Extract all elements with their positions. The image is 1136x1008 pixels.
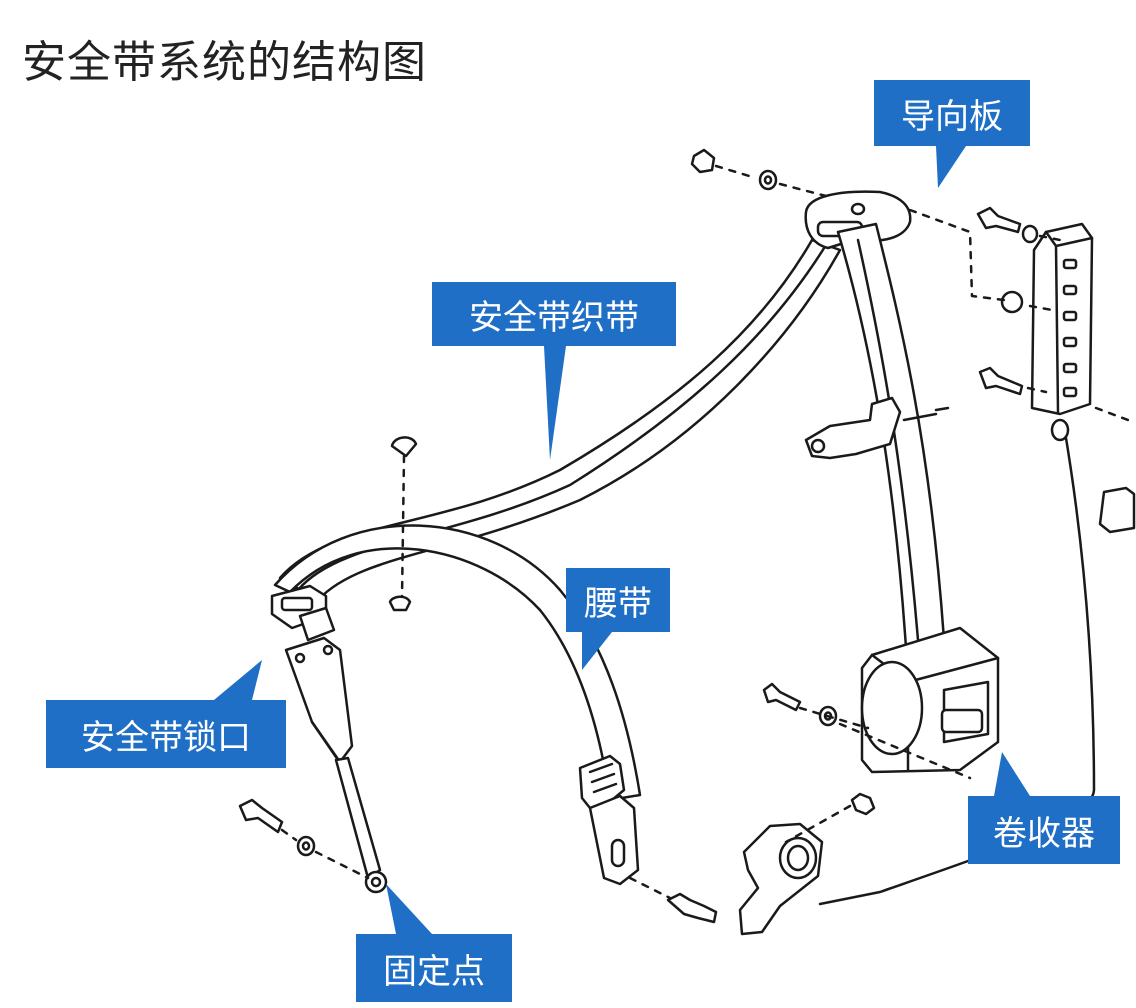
lap-belt-anchor-plate <box>578 754 640 886</box>
label-buckle: 安全带锁口 <box>46 700 286 768</box>
floor-anchor-bolt <box>238 798 284 834</box>
lap-belt <box>273 524 642 802</box>
callout-buckle: 安全带锁口 <box>46 660 286 770</box>
callout-anchor-point: 固定点 <box>356 884 512 1002</box>
callout-pointer <box>994 752 1030 796</box>
buckle-assembly <box>270 584 388 894</box>
height-adjuster-rail <box>1030 222 1094 416</box>
callout-pointer <box>544 346 566 460</box>
lap-anchor-bolt <box>666 892 718 924</box>
label-retractor: 卷收器 <box>968 796 1120 864</box>
callout-webbing: 安全带织带 <box>432 282 676 462</box>
rail-bolt-top <box>976 206 1022 234</box>
top-nut <box>690 148 716 174</box>
lower-bolt <box>850 792 876 816</box>
label-lap-belt: 腰带 <box>566 568 670 632</box>
retractor-bolt <box>762 682 802 712</box>
lower-anchor-bracket <box>738 822 824 936</box>
buckle-pin-head <box>390 436 418 458</box>
callout-pointer <box>386 884 432 934</box>
callout-pointer <box>214 660 262 700</box>
callout-pointer <box>582 632 612 670</box>
callout-retractor: 卷收器 <box>968 752 1120 864</box>
buckle-clip <box>388 595 412 612</box>
retractor-housing <box>860 626 1000 774</box>
edge-bracket <box>1098 486 1136 534</box>
callout-guide-plate: 导向板 <box>874 80 1030 190</box>
callout-lap-belt: 腰带 <box>566 568 670 672</box>
label-webbing: 安全带织带 <box>432 282 676 346</box>
label-anchor-point: 固定点 <box>356 934 512 1002</box>
rail-bolt-bottom <box>978 366 1024 396</box>
label-guide-plate: 导向板 <box>874 80 1030 146</box>
callout-pointer <box>936 146 966 188</box>
mid-bracket <box>804 396 902 460</box>
diagram-title: 安全带系统的结构图 <box>22 37 427 88</box>
